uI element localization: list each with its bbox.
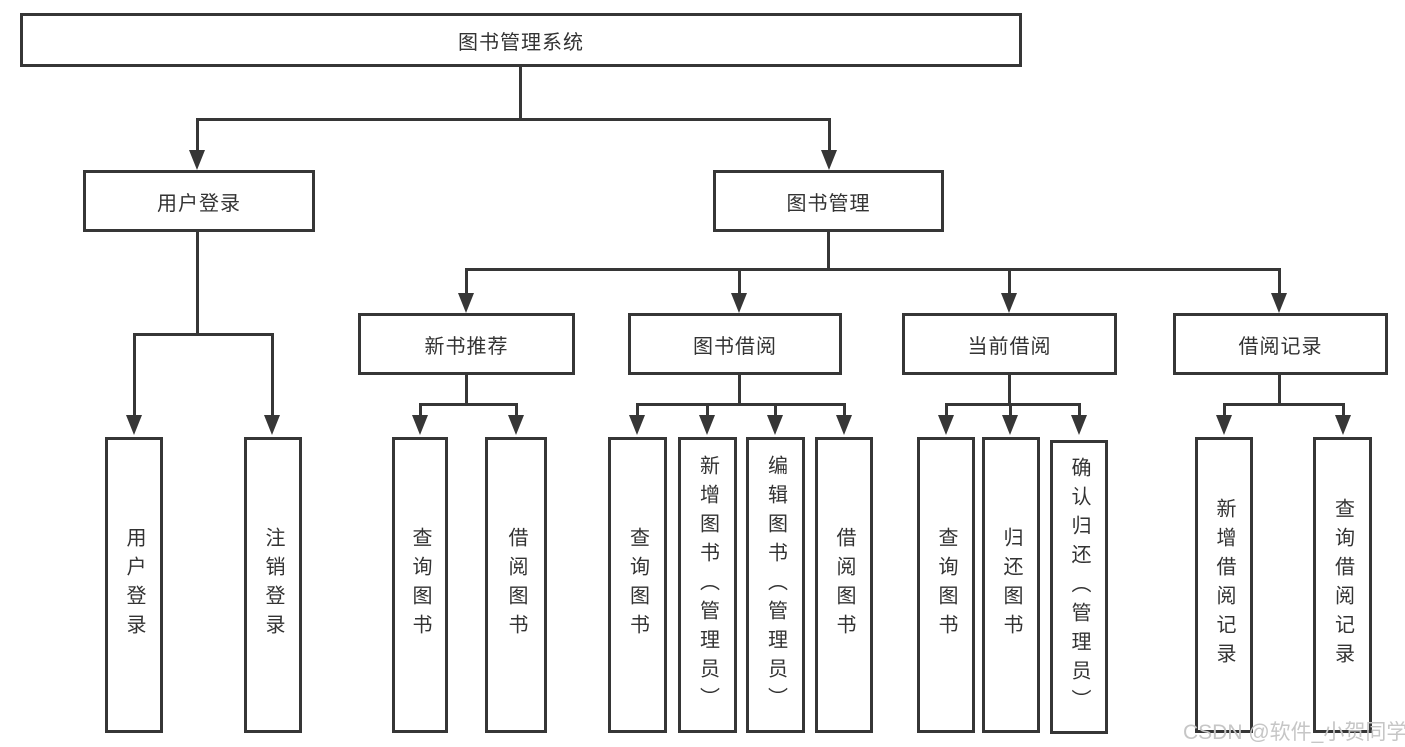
node-library-management-system: 图书管理系统 [20,13,1022,67]
node-label: 编辑图书（管理员） [764,454,787,716]
connector-line [636,403,639,417]
arrow-down-icon [1071,415,1087,435]
connector-line [706,403,709,417]
connector-line [1223,403,1226,417]
arrow-down-icon [767,415,783,435]
connector-line [519,67,522,120]
connector-line [1278,268,1281,295]
csdn-watermark: CSDN @软件_小贺同学 [1183,721,1405,744]
connector-line [636,403,845,406]
node-label: 用户登录 [123,527,145,643]
arrow-down-icon [458,293,474,313]
connector-line [1008,375,1011,405]
connector-line [945,403,948,417]
arrow-down-icon [629,415,645,435]
node-query-books-current: 查询图书 [917,437,975,733]
node-borrowing-records: 借阅记录 [1173,313,1388,375]
connector-line [419,403,518,406]
connector-line [515,403,518,417]
arrow-down-icon [1216,415,1232,435]
node-add-borrow-record: 新增借阅记录 [1195,437,1253,733]
node-user-login: 用户登录 [83,170,315,232]
connector-line [945,403,1080,406]
connector-line [774,403,777,417]
connector-line [843,403,846,417]
node-label: 图书管理 [786,192,871,215]
connector-line [1009,403,1012,417]
node-query-books-recommend: 查询图书 [392,437,448,733]
node-logout-action: 注销登录 [244,437,302,733]
arrow-down-icon [264,415,280,435]
node-add-book-admin: 新增图书（管理员） [678,437,737,733]
arrow-down-icon [508,415,524,435]
connector-line [827,232,830,270]
node-label: 新增借阅记录 [1213,498,1235,672]
node-query-books-borrow: 查询图书 [608,437,667,733]
node-user-login-action: 用户登录 [105,437,163,733]
node-confirm-return-admin: 确认归还（管理员） [1050,440,1108,734]
node-query-borrow-record: 查询借阅记录 [1313,437,1372,733]
arrow-down-icon [938,415,954,435]
connector-line [465,268,1280,271]
connector-line [419,403,422,417]
node-label: 图书管理系统 [458,31,584,54]
connector-line [271,333,274,417]
arrow-down-icon [821,150,837,170]
node-label: 图书借阅 [693,335,777,358]
node-label: 借阅图书 [833,527,855,643]
arrow-down-icon [1271,293,1287,313]
arrow-down-icon [412,415,428,435]
node-label: 查询图书 [935,527,957,643]
connector-line [196,232,199,335]
arrow-down-icon [699,415,715,435]
connector-line [828,118,831,152]
arrow-down-icon [126,415,142,435]
node-label: 用户登录 [157,192,241,215]
node-label: 查询图书 [409,527,431,643]
node-borrow-books: 借阅图书 [815,437,873,733]
connector-line [133,333,136,417]
connector-line [196,118,199,152]
node-label: 注销登录 [262,527,284,643]
connector-line [1078,403,1081,417]
node-book-management: 图书管理 [713,170,944,232]
arrow-down-icon [731,293,747,313]
node-label: 当前借阅 [967,335,1052,358]
connector-line [1008,268,1011,295]
arrow-down-icon [836,415,852,435]
node-label: 确认归还（管理员） [1068,456,1090,718]
node-edit-book-admin: 编辑图书（管理员） [746,437,805,733]
node-book-borrowing: 图书借阅 [628,313,842,375]
node-borrow-books-recommend: 借阅图书 [485,437,547,733]
connector-line [1278,375,1281,405]
node-label: 借阅记录 [1238,335,1323,358]
node-return-book: 归还图书 [982,437,1040,733]
node-label: 查询图书 [626,527,649,643]
arrow-down-icon [1335,415,1351,435]
connector-line [197,118,831,121]
node-label: 新书推荐 [424,335,509,358]
connector-line [1342,403,1345,417]
node-new-book-recommendation: 新书推荐 [358,313,575,375]
arrow-down-icon [1002,415,1018,435]
node-current-borrowing: 当前借阅 [902,313,1117,375]
connector-line [133,333,274,336]
node-label: 查询借阅记录 [1331,498,1354,672]
node-label: 借阅图书 [505,527,527,643]
node-label: 归还图书 [1000,527,1022,643]
connector-line [738,268,741,295]
arrow-down-icon [189,150,205,170]
connector-line [1223,403,1344,406]
node-label: 新增图书（管理员） [696,454,719,716]
connector-line [738,375,741,405]
arrow-down-icon [1001,293,1017,313]
connector-line [465,268,468,295]
connector-line [465,375,468,405]
